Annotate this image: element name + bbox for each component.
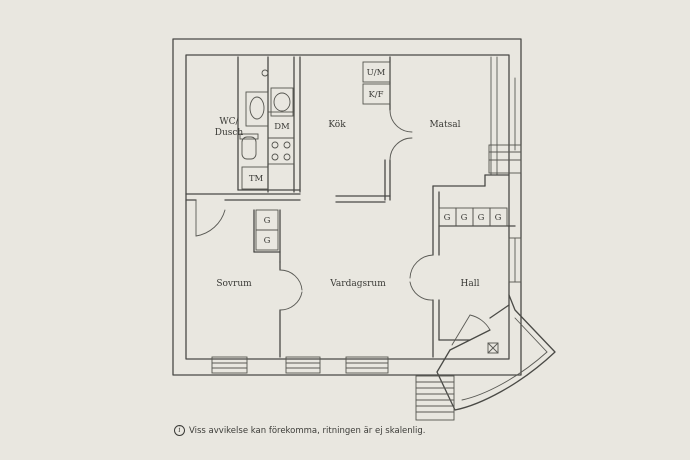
fixture-label-dm: DM [274, 122, 290, 132]
fixture-label-kf: K/F [368, 90, 383, 100]
room-label-matsal: Matsal [429, 120, 460, 130]
doors [195, 109, 491, 346]
wardrobes [255, 207, 508, 251]
room-label-sovrum: Sovrum [216, 279, 252, 289]
bathroom-fixtures [239, 69, 295, 190]
room-label-wc-line2: Dusch [215, 128, 244, 138]
fixture-label-g: G [264, 216, 271, 226]
fixture-label-g: G [264, 236, 271, 246]
outer-walls [172, 38, 522, 376]
room-label-kok: Kök [328, 120, 346, 130]
room-label-hall: Hall [461, 279, 480, 289]
fixture-label-g: G [444, 213, 451, 223]
fixture-label-um: U/M [367, 68, 386, 78]
room-label-wc: WC/Dusch [215, 117, 244, 138]
room-label-wc-line1: WC/ [219, 117, 239, 127]
fixture-label-g: G [495, 213, 502, 223]
fixture-label-tm: TM [249, 174, 264, 184]
disclaimer: i Viss avvikelse kan förekomma, ritninge… [174, 425, 426, 436]
interior-walls [185, 56, 516, 358]
entrance-bay [415, 294, 556, 421]
info-icon: i [174, 425, 185, 436]
windows [211, 144, 522, 374]
room-label-vardagsrum: Vardagsrum [329, 279, 386, 289]
fixture-label-g: G [478, 213, 485, 223]
kitchen-appliances [362, 61, 391, 105]
fixture-label-g: G [461, 213, 468, 223]
disclaimer-text: Viss avvikelse kan förekomma, ritningen … [189, 425, 426, 436]
